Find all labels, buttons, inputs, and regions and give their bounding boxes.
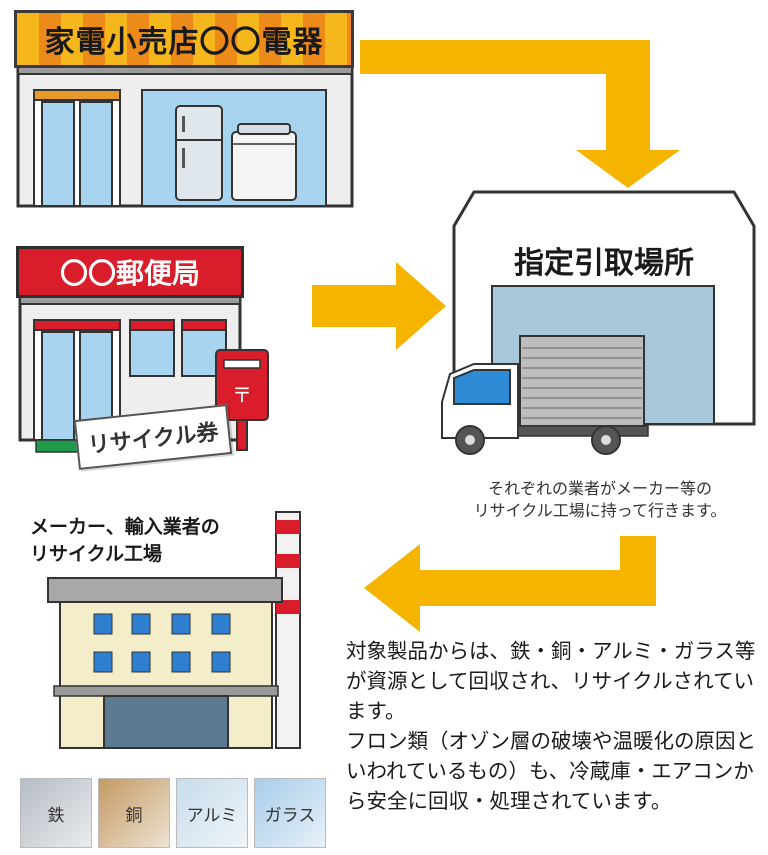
material-glass-label: ガラス <box>264 805 316 826</box>
factory-illustration <box>47 511 301 749</box>
arrow-store-to-site <box>360 40 680 188</box>
material-copper: 銅 <box>98 778 170 848</box>
material-copper-label: 銅 <box>125 805 143 826</box>
caption-line-1: それぞれの業者がメーカー等の <box>487 479 712 498</box>
truck-icon <box>441 335 649 455</box>
post-office-sign: 〇〇郵便局 <box>59 257 200 290</box>
chimney-icon <box>275 511 301 749</box>
retail-store-illustration <box>16 62 354 208</box>
mailbox-icon: 〒 <box>215 349 269 451</box>
description: 対象製品からは、鉄・銅・アルミ・ガラス等が資源として回収され、リサイクルされてい… <box>346 636 758 816</box>
arrow-post-to-site <box>312 262 446 350</box>
collection-site-caption: それぞれの業者がメーカー等の リサイクル工場に持って行きます。 <box>432 478 768 522</box>
material-iron: 鉄 <box>20 778 92 848</box>
svg-text:〒: 〒 <box>232 383 252 407</box>
collection-site-illustration <box>441 190 756 455</box>
material-aluminum: アルミ <box>176 778 248 848</box>
washing-machine-icon <box>231 123 297 201</box>
description-paragraph-2: フロン類（オゾン層の破壊や温暖化の原因といわれているもの）も、冷蔵庫・エアコンか… <box>346 729 756 813</box>
retail-store-sign-bg <box>14 10 354 68</box>
refrigerator-icon <box>175 105 223 201</box>
post-office-sign-bg <box>16 246 244 298</box>
factory-title: メーカー、輸入業者の リサイクル工場 <box>30 514 290 568</box>
caption-line-2: リサイクル工場に持って行きます。 <box>473 501 727 520</box>
description-paragraph-1: 対象製品からは、鉄・銅・アルミ・ガラス等が資源として回収され、リサイクルされてい… <box>346 639 756 723</box>
arrow-site-to-factory <box>364 536 656 632</box>
material-glass: ガラス <box>254 778 326 848</box>
retail-store-sign: 家電小売店〇〇電器 <box>44 25 324 60</box>
factory-title-line-1: メーカー、輸入業者の <box>30 516 220 538</box>
factory-title-line-2: リサイクル工場 <box>30 543 163 565</box>
material-iron-label: 鉄 <box>47 805 65 826</box>
material-aluminum-label: アルミ <box>186 805 238 826</box>
collection-site-title: 指定引取場所 <box>514 246 694 281</box>
